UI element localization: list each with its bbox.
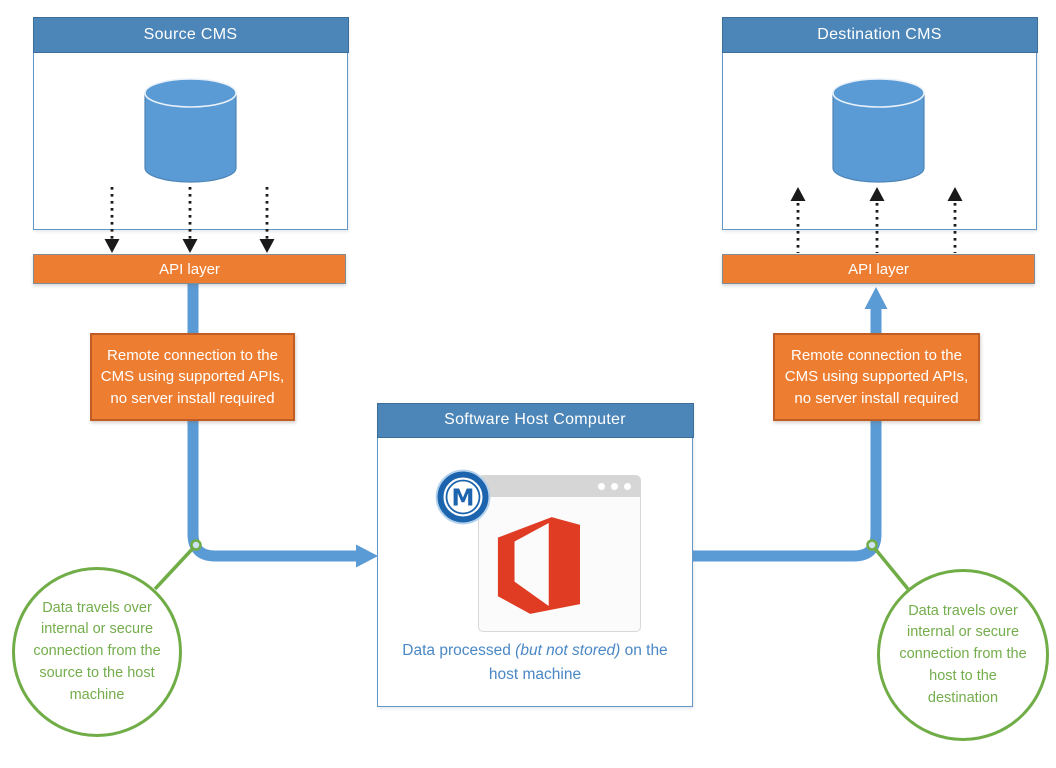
browser-window-icon	[478, 475, 641, 632]
source-transport-callout: Data travels over internal or secure con…	[12, 567, 182, 737]
source-api-layer-label: API layer	[159, 260, 220, 278]
software-host-title: Software Host Computer	[444, 411, 626, 428]
destination-cms-title: Destination CMS	[817, 25, 942, 43]
host-caption-post: on the host machine	[488, 642, 668, 684]
software-host-header: Software Host Computer	[376, 402, 694, 438]
destination-database-cylinder-icon	[832, 78, 925, 183]
host-caption-italic: (but not stored)	[515, 642, 621, 659]
browser-titlebar	[479, 476, 640, 497]
source-remote-connection-note: Remote connection to the CMS using suppo…	[90, 333, 295, 421]
right-leader-anchor-dot	[866, 539, 878, 551]
destination-cms-panel: Destination CMS	[721, 16, 1038, 230]
host-caption-pre: Data processed	[402, 642, 516, 659]
source-database-cylinder-icon	[144, 78, 237, 183]
source-api-layer-bar: API layer	[33, 254, 346, 284]
m-badge-letter: M	[452, 486, 475, 512]
destination-transport-text: Data travels over internal or secure con…	[899, 602, 1027, 706]
source-to-host-arrowhead-icon	[356, 544, 378, 568]
office-logo-icon	[497, 517, 580, 614]
destination-remote-connection-text: Remote connection to the CMS using suppo…	[784, 347, 969, 407]
destination-cms-header: Destination CMS	[721, 16, 1038, 53]
destination-api-layer-bar: API layer	[722, 254, 1035, 284]
source-cms-header: Source CMS	[32, 16, 349, 53]
titlebar-dot-icon	[598, 483, 605, 490]
titlebar-dot-icon	[624, 483, 631, 490]
destination-api-layer-label: API layer	[848, 260, 909, 278]
source-cms-title: Source CMS	[143, 25, 238, 43]
source-cms-panel: Source CMS	[32, 16, 349, 230]
m-badge-icon: M	[435, 469, 491, 525]
host-to-destination-arrowhead-icon	[864, 287, 888, 309]
source-transport-text: Data travels over internal or secure con…	[33, 599, 161, 703]
left-leader-anchor-dot	[190, 539, 202, 551]
host-caption: Data processed (but not stored) on the h…	[400, 639, 670, 687]
destination-remote-connection-note: Remote connection to the CMS using suppo…	[773, 333, 980, 421]
destination-transport-callout: Data travels over internal or secure con…	[877, 569, 1049, 741]
source-remote-connection-text: Remote connection to the CMS using suppo…	[100, 347, 285, 407]
software-host-panel: Software Host Computer M Data processed …	[376, 402, 694, 707]
titlebar-dot-icon	[611, 483, 618, 490]
